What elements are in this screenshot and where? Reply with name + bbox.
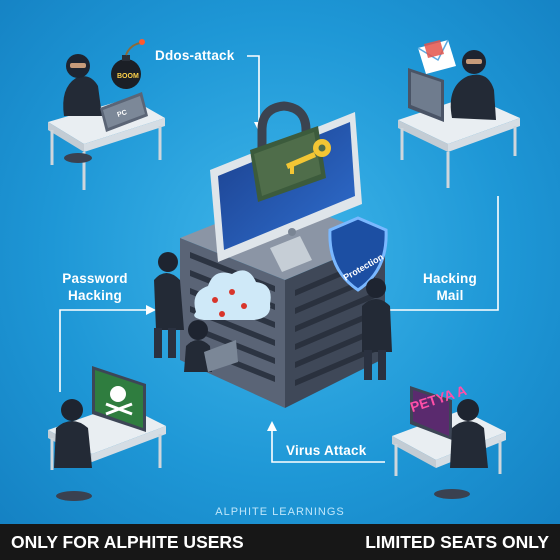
label-virus-attack: Virus Attack [286, 443, 367, 458]
bomb-icon: BOOM [111, 39, 145, 89]
label-hacking-mail-line1: Hacking [423, 271, 477, 286]
bottom-banner: ONLY FOR ALPHITE USERS LIMITED SEATS ONL… [0, 524, 560, 560]
label-hacking-mail: Hacking Mail [414, 270, 486, 304]
banner-right-text: LIMITED SEATS ONLY [365, 531, 549, 552]
desk-scene-virus: PETYA A [392, 382, 506, 499]
arrowhead-virus [267, 421, 277, 431]
arrow-ddos [247, 55, 260, 128]
cloud-icon [194, 270, 271, 320]
label-password-hacking: Password Hacking [46, 270, 144, 304]
hacker-figure-skull [54, 399, 92, 468]
line-password [59, 309, 150, 392]
skull-icon [105, 386, 133, 416]
label-hacking-mail-line2: Mail [436, 288, 464, 303]
line-hacking-mail [383, 196, 499, 311]
key-icon [286, 139, 331, 174]
arrowhead-password [146, 305, 156, 315]
hacker-figure-mail [450, 50, 496, 120]
desk-scene-mail [398, 39, 520, 188]
hacker-figure [63, 54, 102, 116]
hacker-left-standing [154, 252, 184, 358]
laptop-label: PC [116, 109, 127, 119]
label-password-line1: Password [62, 271, 128, 286]
line-virus [271, 426, 385, 463]
desk-scene-password [48, 366, 166, 501]
hacker-sitting-laptop [184, 320, 238, 372]
server-slots-right [295, 256, 375, 386]
bomb-label: BOOM [117, 73, 139, 80]
desk-scene-ddos: PC BOOM [48, 39, 165, 190]
hacker-right-standing [362, 278, 392, 380]
mail-icon [417, 39, 456, 74]
brand-watermark: ALPHITE LEARNINGS [215, 506, 345, 518]
banner-left-text: ONLY FOR ALPHITE USERS [11, 531, 244, 552]
label-ddos-attack: Ddos-attack [155, 48, 235, 63]
connector-lines [59, 55, 499, 463]
hacker-figure-petya [450, 399, 488, 468]
label-password-line2: Hacking [68, 288, 122, 303]
padlock-icon [250, 101, 331, 202]
